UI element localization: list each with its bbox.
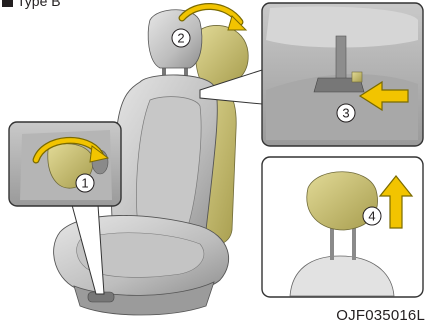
inset-4: 4 [262, 157, 423, 297]
backrest-panel [137, 97, 202, 234]
inset-1: 1 [9, 122, 121, 206]
step-number-3: 3 [342, 106, 349, 121]
step-number-4: 4 [368, 209, 375, 224]
step-number-1: 1 [81, 176, 88, 191]
inset-3: 3 [262, 3, 423, 146]
step-number-2: 2 [177, 31, 184, 46]
figure-code: OJF035016L [336, 307, 425, 324]
release-button [352, 72, 362, 82]
